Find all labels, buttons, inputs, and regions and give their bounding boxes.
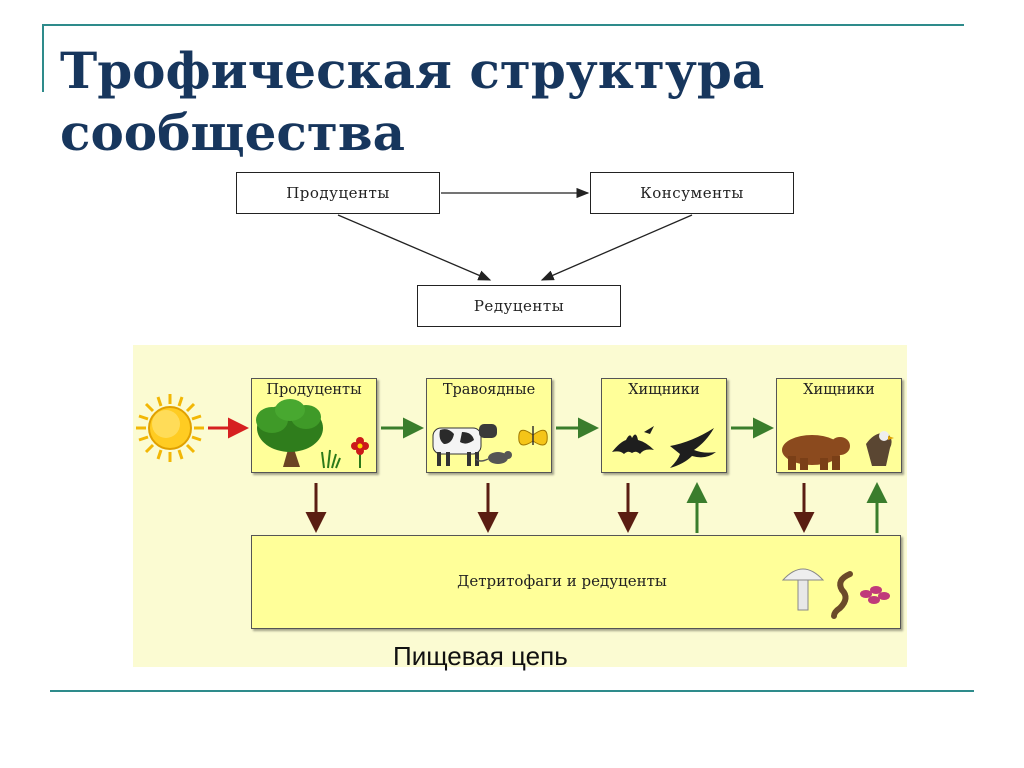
worm-icon bbox=[831, 571, 853, 619]
grass-icon bbox=[321, 449, 341, 469]
bear-icon bbox=[782, 435, 850, 470]
level-decomposers: Детритофаги и редуценты bbox=[251, 535, 901, 629]
frame-line-bottom bbox=[50, 690, 974, 692]
eagle-icon bbox=[866, 431, 894, 466]
flower-icon bbox=[351, 437, 369, 468]
butterfly-icon bbox=[518, 426, 548, 446]
arrow-producers-reducers bbox=[337, 214, 492, 281]
mouse-icon bbox=[475, 451, 512, 464]
sun-icon bbox=[136, 394, 204, 462]
food-chain-caption: Пищевая цепь bbox=[393, 641, 568, 671]
box-consumers: Консументы bbox=[590, 172, 794, 214]
level-predators-1: Хищники bbox=[601, 378, 727, 473]
arrow-consumers-reducers bbox=[540, 214, 693, 281]
level-label-predators-1: Хищники bbox=[628, 382, 700, 398]
decomposers-label: Детритофаги и редуценты bbox=[457, 572, 667, 590]
swallow-icon bbox=[670, 428, 716, 468]
level-label-predators-2: Хищники bbox=[803, 382, 875, 398]
tree-icon bbox=[256, 399, 323, 467]
grub-icon bbox=[860, 586, 890, 604]
slide-title: Трофическая структура сообщества bbox=[60, 41, 765, 162]
frame-line-left bbox=[42, 24, 44, 92]
level-label-producers: Продуценты bbox=[266, 382, 362, 398]
cow-icon bbox=[432, 424, 497, 466]
frame-line-top bbox=[42, 24, 964, 26]
level-label-herbivores: Травоядные bbox=[442, 382, 536, 398]
box-reducers: Редуценты bbox=[417, 285, 621, 327]
bat-icon bbox=[612, 426, 654, 454]
mushroom-icon bbox=[781, 568, 825, 611]
box-producers: Продуценты bbox=[236, 172, 440, 214]
